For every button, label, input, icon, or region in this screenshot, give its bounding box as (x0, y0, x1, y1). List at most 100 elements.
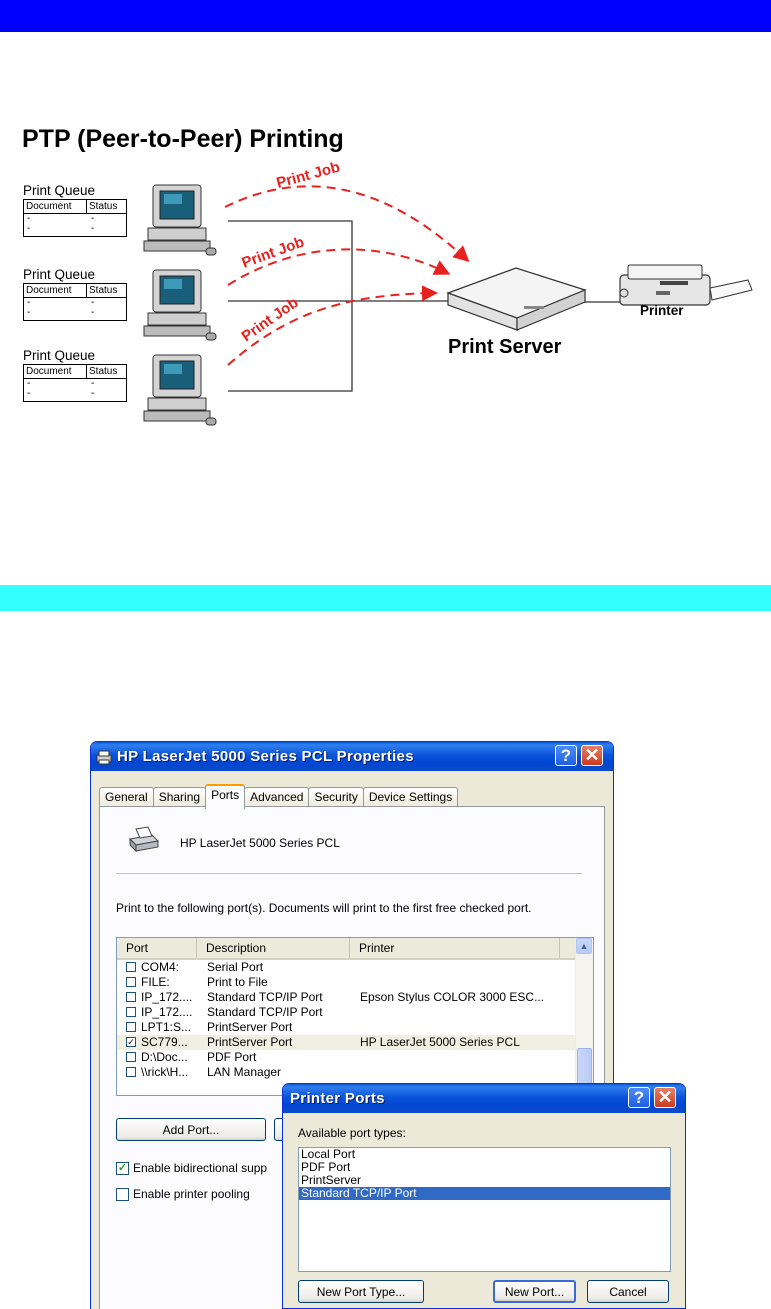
add-port-button[interactable]: Add Port... (116, 1118, 266, 1141)
port-name: LPT1:S... (141, 1020, 192, 1034)
port-description: Standard TCP/IP Port (207, 1005, 323, 1019)
queue-cell: - (27, 213, 31, 224)
port-printer (360, 1050, 580, 1065)
diagram-graphics: Print Job Print Job Print Job (143, 159, 753, 426)
port-type-item[interactable]: Local Port (301, 1147, 356, 1161)
computer-icon (143, 269, 217, 341)
tab-general[interactable]: General (99, 787, 154, 808)
queue-col-status: Status (89, 201, 118, 212)
printer-pooling-option[interactable]: Enable printer pooling (116, 1187, 250, 1201)
queue-cell: - (27, 307, 31, 318)
port-printer (360, 975, 580, 990)
close-button[interactable]: ✕ (581, 745, 603, 766)
printer-title-icon (96, 750, 112, 764)
port-checkbox[interactable] (126, 1052, 136, 1062)
help-button[interactable]: ? (628, 1087, 650, 1108)
port-description: Standard TCP/IP Port (207, 990, 323, 1004)
diagram-title: PTP (Peer-to-Peer) Printing (22, 125, 344, 153)
queue-cell: - (91, 223, 95, 234)
port-row[interactable]: \\rick\H...LAN Manager (117, 1065, 593, 1080)
separator (116, 873, 582, 874)
port-name: SC779... (141, 1035, 188, 1049)
port-types-list[interactable]: Local Port PDF Port PrintServer Standard… (298, 1147, 671, 1272)
column-header-port[interactable]: Port (117, 938, 197, 958)
port-description: LAN Manager (207, 1065, 282, 1079)
port-row[interactable]: D:\Doc...PDF Port (117, 1050, 593, 1065)
help-button[interactable]: ? (555, 745, 577, 766)
new-port-button[interactable]: New Port... (493, 1280, 576, 1303)
port-checkbox[interactable] (126, 977, 136, 987)
port-row[interactable]: COM4:Serial Port (117, 960, 593, 975)
properties-title-bar[interactable]: HP LaserJet 5000 Series PCL Properties ?… (91, 742, 613, 771)
port-printer: HP LaserJet 5000 Series PCL (360, 1035, 520, 1049)
queue-col-status: Status (89, 366, 118, 377)
port-description: PDF Port (207, 1050, 257, 1064)
bidirectional-support-option[interactable]: ✓ Enable bidirectional supp (116, 1161, 267, 1175)
column-header-printer[interactable]: Printer (350, 938, 560, 958)
close-button[interactable]: ✕ (654, 1087, 676, 1108)
printer-pooling-checkbox[interactable] (116, 1187, 129, 1201)
queue-cell: - (91, 388, 95, 399)
port-name: IP_172.... (141, 990, 193, 1004)
port-type-item[interactable]: PrintServer (301, 1173, 362, 1187)
port-printer (360, 1005, 580, 1020)
computer-icon (143, 354, 217, 426)
port-checkbox[interactable] (126, 962, 136, 972)
queue-col-document: Document (24, 200, 87, 213)
port-checkbox[interactable] (126, 1022, 136, 1032)
ports-dialog-title-bar[interactable]: Printer Ports ? ✕ (283, 1084, 685, 1113)
print-queue-label: Print Queue (23, 183, 96, 198)
bidirectional-checkbox[interactable]: ✓ (116, 1161, 129, 1175)
ports-description: Print to the following port(s). Document… (116, 901, 532, 915)
port-row[interactable]: FILE:Print to File (117, 975, 593, 990)
port-row[interactable]: IP_172.... Standard TCP/IP Port (117, 1005, 593, 1020)
printer-icon (619, 264, 753, 306)
tab-sharing[interactable]: Sharing (152, 787, 207, 808)
queue-col-document: Document (24, 365, 87, 378)
bidirectional-label: Enable bidirectional supp (133, 1161, 268, 1175)
column-header-description[interactable]: Description (197, 938, 350, 958)
port-description: Serial Port (207, 960, 264, 974)
queue-cell: - (27, 378, 31, 389)
port-description: PrintServer Port (207, 1020, 293, 1034)
print-server-icon (446, 267, 587, 331)
queue-cell: - (27, 223, 31, 234)
port-type-item-selected[interactable]: Standard TCP/IP Port (299, 1187, 670, 1200)
port-printer (360, 1020, 580, 1035)
port-type-item[interactable]: PDF Port (301, 1160, 351, 1174)
tab-advanced[interactable]: Advanced (244, 787, 310, 808)
print-job-label: Print Job (239, 294, 302, 345)
port-checkbox[interactable] (126, 1067, 136, 1077)
tab-security[interactable]: Security (308, 787, 364, 808)
scroll-up-arrow-icon[interactable]: ▲ (576, 938, 592, 954)
printer-caption: Printer (640, 303, 684, 318)
properties-window-title: HP LaserJet 5000 Series PCL Properties (117, 748, 414, 765)
cancel-button[interactable]: Cancel (587, 1280, 669, 1303)
port-name: IP_172.... (141, 1005, 193, 1019)
queue-cell: - (27, 388, 31, 399)
section-color-band (0, 585, 771, 611)
print-server-caption: Print Server (448, 336, 562, 358)
tab-device-settings[interactable]: Device Settings (362, 787, 459, 808)
port-list[interactable]: Port Description Printer COM4:Serial Por… (116, 937, 594, 1096)
top-color-band (0, 0, 771, 32)
port-checkbox[interactable] (126, 1007, 136, 1017)
computer-icon (143, 184, 217, 256)
port-checkbox[interactable] (126, 992, 136, 1002)
queue-cell: - (91, 213, 95, 224)
ptp-diagram: PTP (Peer-to-Peer) Printing (0, 110, 771, 430)
port-list-scrollbar[interactable]: ▲ (575, 938, 593, 1095)
tab-ports[interactable]: Ports (205, 784, 246, 809)
queue-cell: - (91, 297, 95, 308)
port-row[interactable]: LPT1:S... PrintServer Port (117, 1020, 593, 1035)
new-port-type-button[interactable]: New Port Type... (298, 1280, 424, 1303)
port-checkbox[interactable]: ✓ (126, 1037, 136, 1047)
